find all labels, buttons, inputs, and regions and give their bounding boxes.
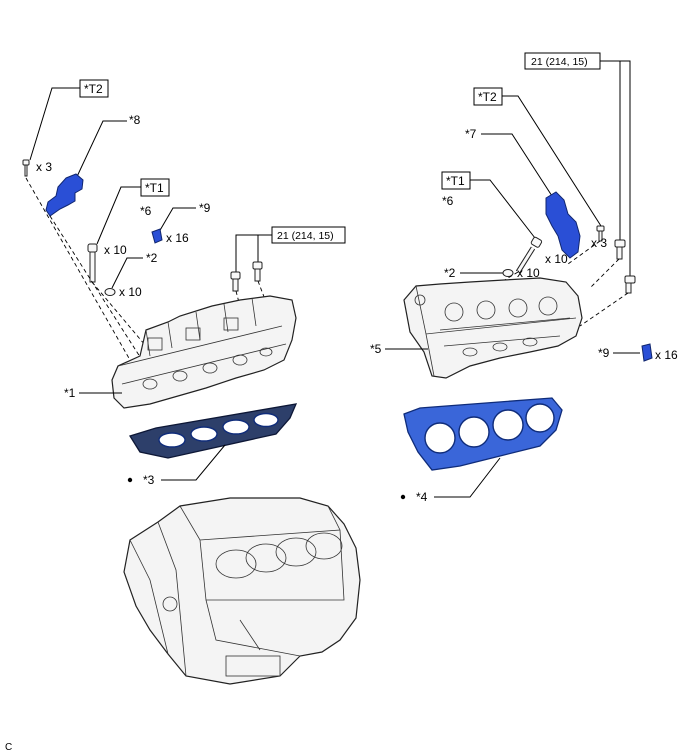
washer-left [104, 288, 116, 296]
torque-left-leader-1 [235, 234, 272, 273]
plug-right [641, 343, 653, 362]
t2-right-label: *T2 [478, 90, 497, 104]
dash-left-2 [49, 215, 143, 361]
cylinder-block [123, 497, 361, 685]
torque-right-leader-2 [600, 60, 631, 276]
part2-left-label: *2 [146, 251, 158, 265]
cylinder-head-left [111, 295, 297, 409]
qty-left-bolt-long: x 10 [104, 243, 127, 257]
head-bolt-right [515, 236, 543, 274]
bolt-right-b [624, 275, 636, 294]
qty-left-bolt-small: x 3 [36, 160, 52, 174]
t1-left-leader [96, 186, 141, 245]
part6-left-label: *6 [140, 204, 152, 218]
dash-left-1 [25, 177, 131, 361]
bolt-left-b [252, 261, 263, 282]
head-gasket-right [403, 397, 563, 471]
part7-leader [481, 133, 553, 197]
qty-right-washer: x 10 [517, 266, 540, 280]
t2-left-leader [29, 87, 80, 161]
part8-leader [73, 120, 127, 184]
t1-right-leader [470, 179, 536, 239]
qty-left-washer: x 10 [119, 285, 142, 299]
qty-left-plug: x 16 [166, 231, 189, 245]
t2-left-label: *T2 [84, 82, 103, 96]
head-gasket-left [129, 403, 298, 459]
torque-right-leader-1 [600, 60, 621, 240]
cylinder-head-right [403, 277, 583, 379]
part2-left-leader [111, 257, 143, 289]
camshaft-housing-right [545, 191, 581, 259]
qty-right-bolt-small: x 3 [591, 236, 607, 250]
part4-leader [434, 457, 501, 498]
part5-label: *5 [370, 342, 382, 356]
part3-leader [161, 444, 226, 481]
bolt-right-a [614, 239, 626, 260]
dash-right-4 [579, 292, 629, 327]
t1-right-label: *T1 [446, 174, 465, 188]
part9-left-label: *9 [199, 201, 211, 215]
torque-left-value: 21 (214, 15) [277, 230, 334, 242]
part3-label: *3 [143, 473, 155, 487]
t2-right-leader [502, 95, 602, 227]
part9-right-label: *9 [598, 346, 610, 360]
part8-label: *8 [129, 113, 141, 127]
part4-label: *4 [416, 490, 428, 504]
bolt-left-a [230, 271, 241, 292]
qty-right-plug: x 16 [655, 348, 678, 362]
part7-label: *7 [465, 127, 477, 141]
bullet-part4 [400, 494, 406, 500]
cam-bearing-cap-bolt-right [596, 225, 605, 242]
part9-left-leader [158, 207, 196, 233]
qty-right-bolt-long: x 10 [545, 252, 568, 266]
part1-label: *1 [64, 386, 76, 400]
bullet-part3 [127, 477, 133, 483]
t1-left-label: *T1 [145, 181, 164, 195]
part2-right-label: *2 [444, 266, 456, 280]
illustration-code: C [5, 742, 12, 753]
washer-right [502, 269, 514, 277]
torque-right-value: 21 (214, 15) [531, 56, 588, 68]
camshaft-housing-left [45, 173, 84, 217]
plug-left [151, 228, 163, 244]
part6-right-label: *6 [442, 194, 454, 208]
head-bolt-left [87, 243, 98, 283]
dash-right-3 [589, 258, 620, 289]
cam-bearing-cap-bolt-left [22, 159, 30, 177]
